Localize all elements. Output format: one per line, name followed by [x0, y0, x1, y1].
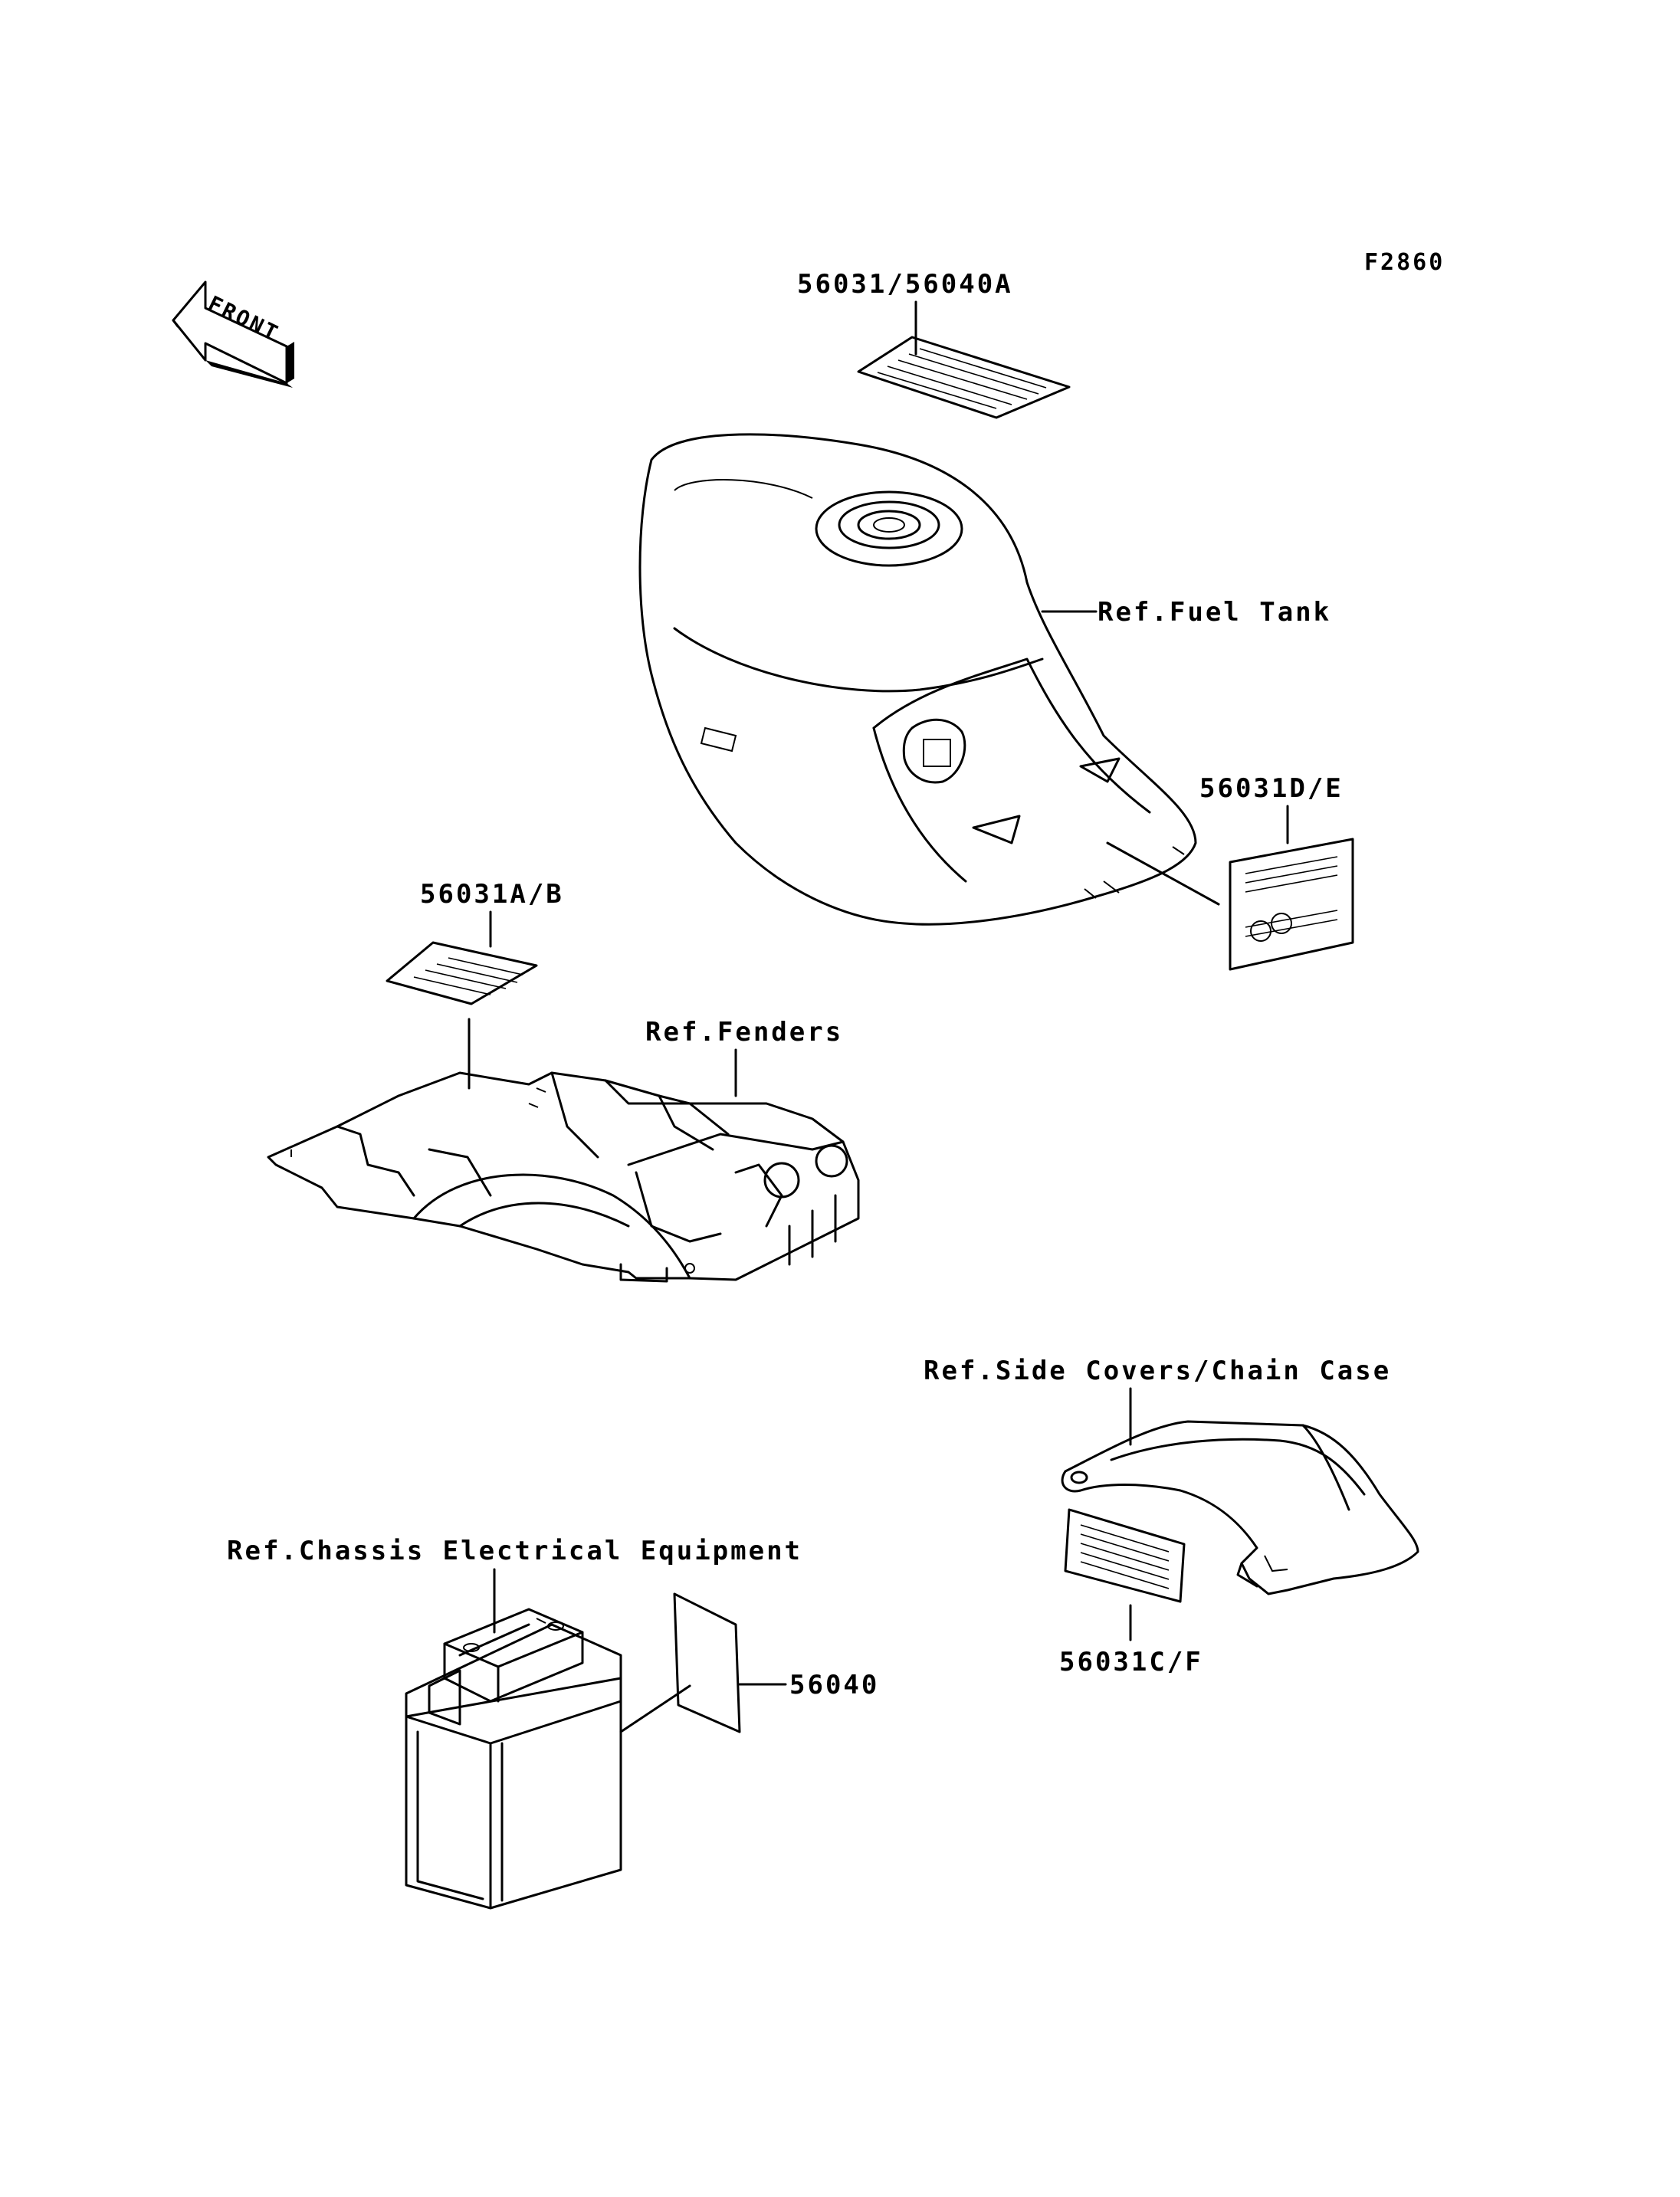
decal-56031a-b — [386, 941, 538, 1005]
leader-battery-to-decal — [619, 1684, 691, 1733]
decal-56031-56040a — [857, 336, 1071, 419]
label-ref-fenders: Ref.Fenders — [645, 1017, 843, 1048]
battery — [405, 1608, 622, 1910]
rear-fender — [267, 1071, 860, 1283]
decal-56031c-f — [1064, 1508, 1186, 1603]
front-arrow-icon: FRONT — [172, 280, 294, 388]
chain-case — [1061, 1420, 1419, 1595]
fuel-tank — [638, 433, 1197, 926]
label-56031-56040a: 56031/56040A — [797, 269, 1013, 300]
label-ref-fuel-tank: Ref.Fuel Tank — [1098, 597, 1331, 628]
leader-tank-to-decal — [1106, 841, 1220, 906]
decal-56031d-e — [1229, 838, 1354, 971]
label-56031a-b: 56031A/B — [420, 879, 564, 910]
label-56040: 56040 — [789, 1670, 879, 1700]
front-arrow-text: FRONT — [204, 290, 284, 346]
label-56031d-e: 56031D/E — [1199, 773, 1344, 804]
label-ref-chassis-electrical-equipment: Ref.Chassis Electrical Equipment — [227, 1536, 802, 1566]
label-56031c-f: 56031C/F — [1059, 1647, 1203, 1677]
label-ref-side-covers-chain-case: Ref.Side Covers/Chain Case — [924, 1356, 1391, 1386]
decal-56040 — [673, 1592, 741, 1733]
figure-code: F2860 — [1364, 249, 1445, 276]
